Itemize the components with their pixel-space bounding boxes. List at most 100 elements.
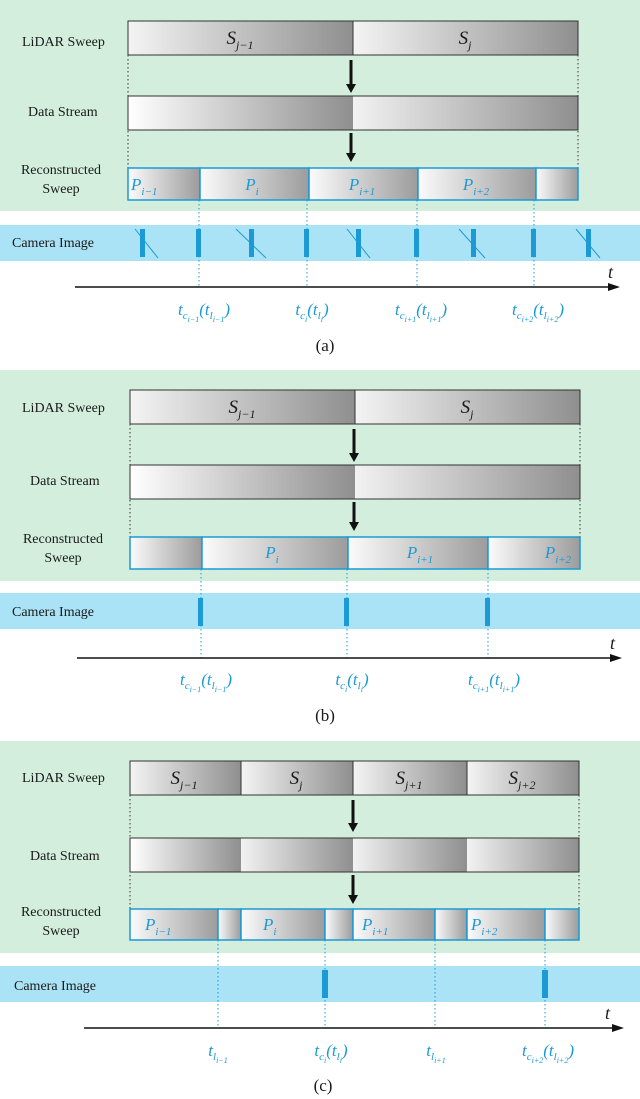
camera-frame bbox=[531, 229, 536, 257]
camera-frame bbox=[196, 229, 201, 257]
sweep-bar-2 bbox=[354, 389, 581, 425]
camera-frames bbox=[198, 598, 490, 626]
segment-bar bbox=[324, 908, 354, 941]
camera-frame bbox=[485, 598, 490, 626]
segment-bar bbox=[535, 167, 579, 201]
camera-frame bbox=[198, 598, 203, 626]
panel-c: LiDAR Sweep Data Stream Reconstructed Sw… bbox=[0, 741, 640, 1095]
time-markers bbox=[217, 940, 546, 1028]
data-stream-bar-left bbox=[130, 465, 355, 499]
data-stream-bar bbox=[130, 838, 241, 872]
camera-frames bbox=[196, 229, 536, 257]
segment-bar bbox=[417, 167, 537, 201]
dropped-camera-frames bbox=[134, 228, 601, 259]
time-label: tci(tli) bbox=[314, 1041, 348, 1065]
segment-bar bbox=[217, 908, 242, 941]
segment-label: Pi+1 bbox=[406, 543, 433, 566]
time-markers bbox=[200, 569, 489, 658]
sweep-label: Sweep bbox=[44, 551, 81, 566]
dropped-frame bbox=[458, 228, 486, 259]
flow-arrow-2 bbox=[348, 875, 358, 904]
flow-arrow-1 bbox=[346, 60, 356, 93]
dropped-frame bbox=[575, 228, 601, 259]
lidar-sweep-label: LiDAR Sweep bbox=[22, 401, 105, 416]
segment-bar bbox=[129, 908, 219, 941]
time-label: tci(tli) bbox=[335, 670, 369, 694]
segment-bar bbox=[240, 908, 326, 941]
time-axis-label: t bbox=[610, 633, 616, 653]
time-axis bbox=[84, 1024, 624, 1032]
data-stream-bar bbox=[353, 838, 467, 872]
dropped-frame bbox=[134, 228, 159, 259]
time-label: tli−1 bbox=[208, 1041, 227, 1065]
time-axis-label: t bbox=[608, 262, 614, 282]
camera-image-label: Camera Image bbox=[14, 979, 96, 994]
time-markers bbox=[198, 200, 535, 287]
panel-caption: (b) bbox=[315, 706, 335, 725]
reconstructed-label: Reconstructed bbox=[21, 163, 101, 178]
reconstructed-label: Reconstructed bbox=[23, 532, 103, 547]
time-label: tci(tli) bbox=[295, 300, 329, 324]
dropped-frame bbox=[235, 228, 267, 259]
time-axis bbox=[75, 283, 620, 291]
sweep-label-4: Sj+2 bbox=[509, 768, 536, 792]
segment-label: Pi+2 bbox=[544, 543, 572, 566]
data-stream-bar-right bbox=[355, 465, 580, 499]
segment-bar bbox=[129, 536, 203, 570]
sweep-label-2: Sj bbox=[461, 397, 475, 421]
segment-label: Pi bbox=[264, 543, 278, 566]
segment-label: Pi−1 bbox=[144, 915, 171, 938]
sweep-bar-1 bbox=[129, 389, 356, 425]
reconstructed-segments bbox=[127, 167, 579, 201]
segment-bar bbox=[434, 908, 468, 941]
segment-label: Pi+1 bbox=[348, 175, 375, 198]
segment-bar bbox=[201, 536, 349, 570]
segment-bar bbox=[199, 167, 310, 201]
time-label: tli+1 bbox=[426, 1041, 445, 1065]
segment-bar bbox=[544, 908, 580, 941]
data-stream-label: Data Stream bbox=[30, 849, 100, 864]
panel-caption: (c) bbox=[314, 1076, 333, 1095]
segment-bar bbox=[487, 536, 581, 570]
sweep-bar-4 bbox=[466, 760, 580, 796]
segment-label: Pi−1 bbox=[130, 175, 157, 198]
time-axis bbox=[77, 654, 622, 662]
segment-label: Pi+2 bbox=[470, 915, 498, 938]
data-stream-outline bbox=[127, 95, 579, 131]
lidar-sweep-label: LiDAR Sweep bbox=[22, 35, 105, 50]
data-stream-bar bbox=[467, 838, 579, 872]
sweep-label-1: Sj−1 bbox=[227, 28, 254, 52]
panel-b: LiDAR Sweep Data Stream Reconstructed Sw… bbox=[0, 370, 640, 725]
time-label: tci+2(tli+2) bbox=[512, 300, 564, 324]
reconstructed-segments bbox=[129, 908, 580, 941]
data-stream-bar-right bbox=[353, 96, 578, 130]
time-label: tci+1(tli+1) bbox=[395, 300, 447, 324]
reconstructed-label: Reconstructed bbox=[21, 905, 101, 920]
data-stream-bar-left bbox=[128, 96, 353, 130]
camera-image-label: Camera Image bbox=[12, 605, 94, 620]
camera-frame bbox=[304, 229, 309, 257]
camera-band bbox=[0, 966, 640, 1002]
dropped-frame bbox=[346, 228, 371, 259]
data-stream-bar bbox=[241, 838, 353, 872]
sweep-bar-1 bbox=[127, 20, 354, 56]
sweep-label: Sweep bbox=[42, 924, 79, 939]
segment-label: Pi+2 bbox=[462, 175, 490, 198]
time-label: tci+2(tli+2) bbox=[522, 1041, 574, 1065]
time-label: tci−1(tli−1) bbox=[180, 670, 232, 694]
time-axis-label: t bbox=[605, 1003, 611, 1023]
flow-arrow-2 bbox=[349, 502, 359, 531]
time-label: tci−1(tli−1) bbox=[178, 300, 230, 324]
camera-band bbox=[0, 225, 640, 261]
sweep-label-3: Sj+1 bbox=[396, 768, 423, 792]
segment-bar bbox=[127, 167, 201, 201]
sweep-label-2: Sj bbox=[459, 28, 473, 52]
sweep-label-1: Sj−1 bbox=[171, 768, 198, 792]
flow-arrow-1 bbox=[349, 429, 359, 462]
sweep-bar-3 bbox=[352, 760, 468, 796]
flow-arrow-1 bbox=[348, 800, 358, 832]
segment-label: Pi bbox=[262, 915, 276, 938]
segment-bar bbox=[308, 167, 419, 201]
sweep-bar-1 bbox=[129, 760, 242, 796]
sweep-label-1: Sj−1 bbox=[229, 397, 256, 421]
